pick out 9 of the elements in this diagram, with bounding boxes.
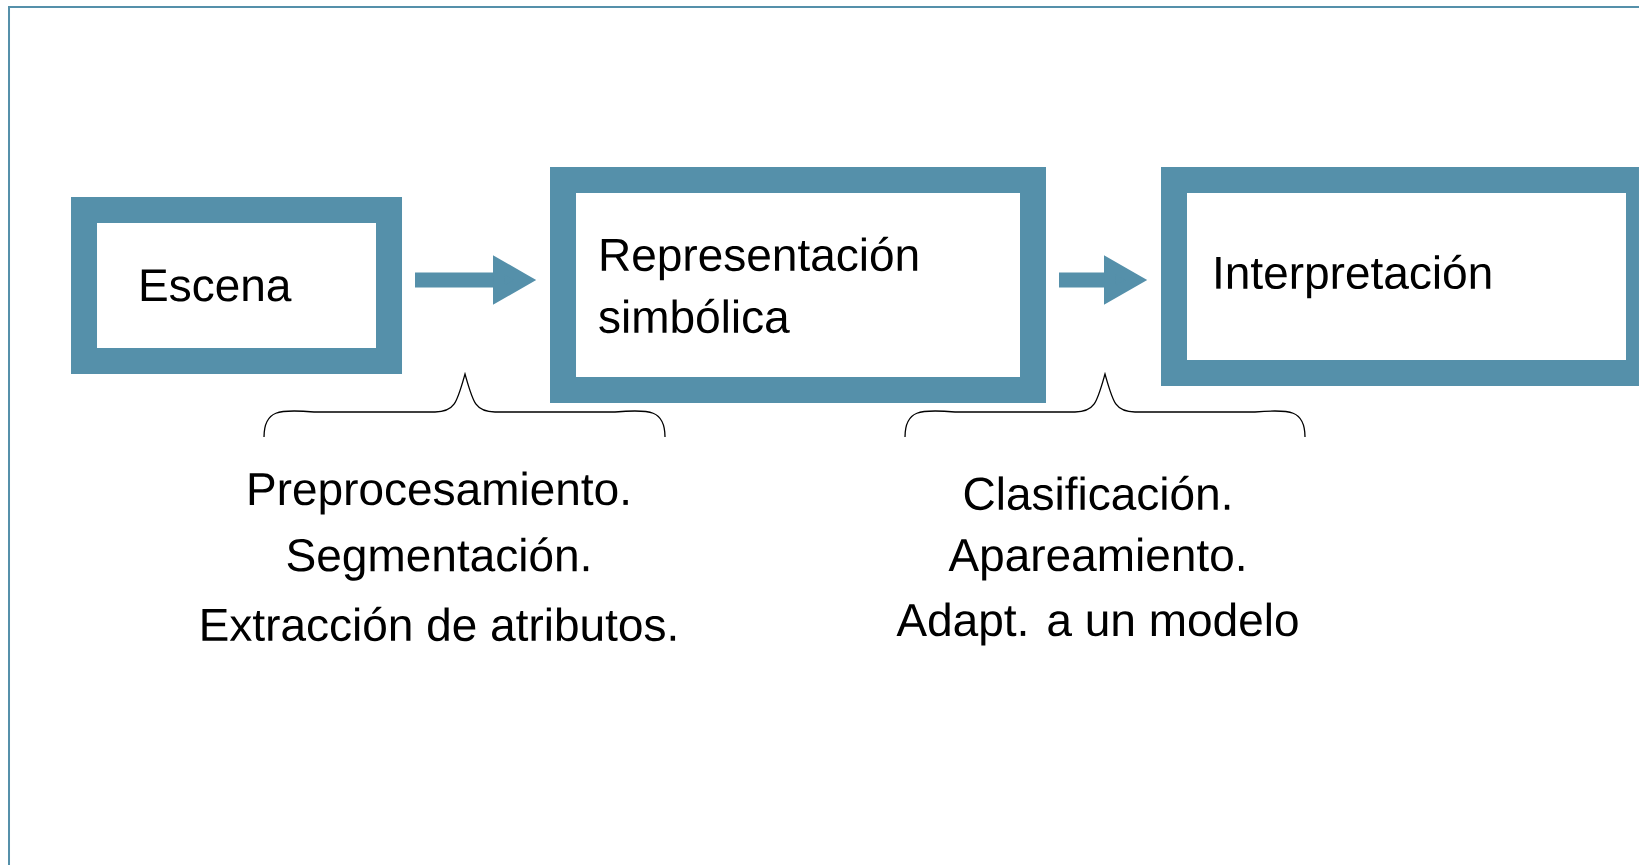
process-box: Interpretación (1161, 167, 1639, 386)
list-item: Adapt. a un modelo (896, 602, 1298, 646)
list-item: Segmentación. (287, 537, 589, 581)
list-item: Clasificación. (964, 475, 1230, 511)
list-item: Preprocesamiento. (249, 471, 628, 515)
process-box: Representación simbólica (550, 167, 1046, 403)
list-item: Apareamiento. (948, 537, 1244, 581)
process-box: Escena (71, 197, 402, 374)
list-item: Extracción de atributos. (202, 606, 676, 642)
